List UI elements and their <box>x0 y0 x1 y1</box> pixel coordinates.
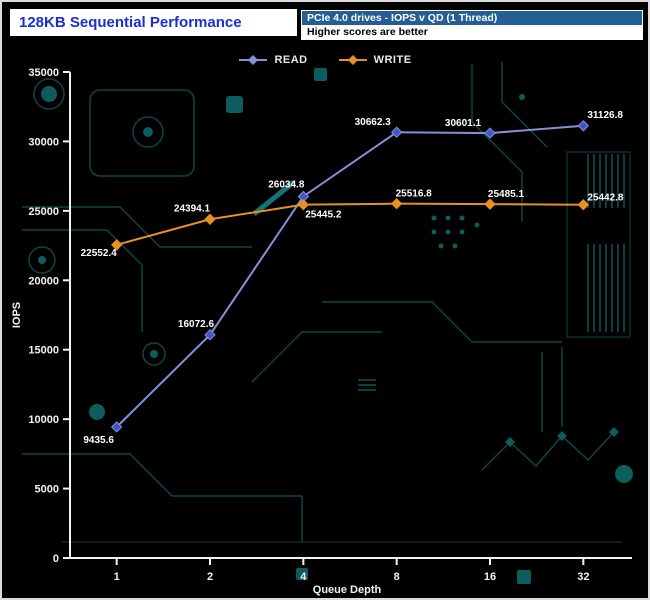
write-series-line <box>116 202 584 246</box>
read-data-point <box>110 421 123 433</box>
write-data-point <box>390 197 403 210</box>
write-data-label: 24394.1 <box>174 203 211 214</box>
y-tick-label: 35000 <box>28 67 59 79</box>
x-tick-label: 4 <box>300 571 307 583</box>
banner-note: Higher scores are better <box>302 25 642 39</box>
y-tick-label: 10000 <box>28 414 59 426</box>
write-data-label: 25485.1 <box>488 189 525 200</box>
write-data-point <box>577 199 590 211</box>
x-tick-label: 32 <box>577 571 589 583</box>
write-data-point <box>204 213 216 225</box>
write-data-point <box>110 239 123 251</box>
y-tick-label: 0 <box>53 553 59 565</box>
read-data-label: 30662.3 <box>355 117 392 128</box>
legend-label-read: READ <box>274 54 308 66</box>
read-data-label: 31126.8 <box>587 110 623 121</box>
read-data-label: 30601.1 <box>445 118 482 129</box>
write-data-label: 25442.8 <box>587 193 624 204</box>
y-tick-label: 20000 <box>28 275 59 287</box>
chart-title: 128KB Sequential Performance <box>10 9 297 36</box>
read-data-label: 9435.6 <box>83 435 114 446</box>
read-data-point <box>577 120 590 132</box>
y-tick-label: 5000 <box>35 484 59 496</box>
read-data-point <box>484 127 496 139</box>
circuit-background <box>22 62 633 584</box>
write-data-label: 22552.4 <box>81 248 118 259</box>
read-data-point <box>204 329 216 341</box>
x-tick-label: 16 <box>484 571 496 583</box>
legend-label-write: WRITE <box>373 54 412 66</box>
read-data-label: 16072.6 <box>178 319 215 330</box>
write-data-label: 25516.8 <box>396 189 433 200</box>
read-data-point <box>390 126 403 138</box>
read-data-label: 26034.8 <box>268 179 305 190</box>
banner-subtitle: PCIe 4.0 drives - IOPS v QD (1 Thread) <box>302 11 642 25</box>
header-banner: PCIe 4.0 drives - IOPS v QD (1 Thread) H… <box>301 10 643 40</box>
read-series-line <box>115 124 584 428</box>
write-series-icon <box>338 55 367 65</box>
x-tick-label: 8 <box>394 571 400 583</box>
legend-item-write: WRITE <box>338 54 412 66</box>
x-tick-label: 1 <box>114 571 120 583</box>
chart-legend: READ WRITE <box>2 52 648 68</box>
legend-item-read: READ <box>238 54 307 66</box>
x-tick-label: 2 <box>207 571 213 583</box>
y-axis-title: IOPS <box>11 302 23 328</box>
plot-series: 9435.6 16072.6 26034.8 30662.3 30601.1 31126.… <box>81 110 624 446</box>
y-tick-label: 15000 <box>28 345 59 357</box>
write-data-point <box>484 198 496 210</box>
write-data-point <box>297 198 310 211</box>
plot-axes: 0 5000 10000 15000 20000 25000 30000 35000 1 2 4 8 1… <box>28 67 632 583</box>
y-tick-label: 30000 <box>28 136 59 148</box>
x-axis-title: Queue Depth <box>313 584 382 596</box>
y-tick-label: 25000 <box>28 206 59 218</box>
read-series-icon <box>239 55 268 65</box>
write-data-label: 25445.2 <box>305 210 342 221</box>
